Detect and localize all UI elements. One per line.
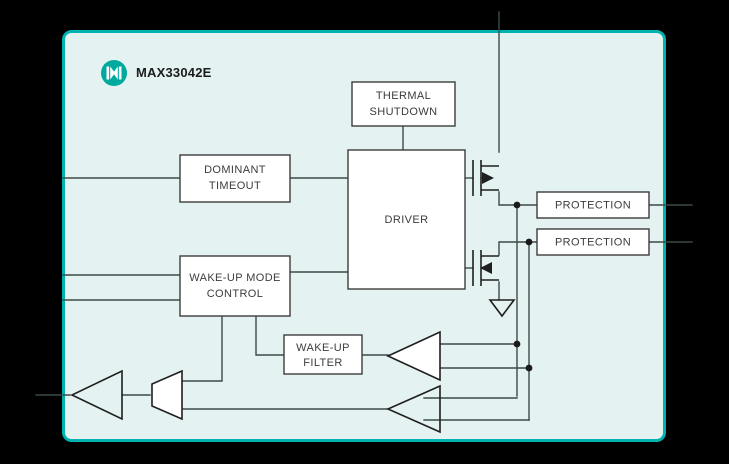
block-protection-upper[interactable]: PROTECTION bbox=[536, 191, 650, 219]
block-wakeup-mode-control-label-2: CONTROL bbox=[207, 288, 264, 300]
block-wakeup-filter[interactable]: WAKE-UP FILTER bbox=[283, 334, 363, 375]
block-thermal-shutdown[interactable]: THERMAL SHUTDOWN bbox=[351, 81, 456, 127]
wire-wake-filter bbox=[255, 315, 285, 356]
block-dominant-timeout[interactable]: DOMINANT TIMEOUT bbox=[179, 154, 291, 203]
output-buffer-icon bbox=[70, 369, 123, 421]
wire-wake-mux bbox=[181, 315, 223, 382]
junction-dots bbox=[513, 201, 533, 372]
maxim-logo-glyph-right-bar bbox=[118, 66, 122, 80]
block-protection-lower-label: PROTECTION bbox=[555, 236, 631, 248]
output-multiplexer-icon bbox=[151, 369, 183, 421]
block-protection-lower[interactable]: PROTECTION bbox=[536, 228, 650, 256]
wire-hs-drain-canh bbox=[498, 191, 538, 206]
block-driver[interactable]: DRIVER bbox=[347, 149, 466, 290]
block-wakeup-filter-label-1: WAKE-UP bbox=[296, 342, 350, 354]
block-wakeup-mode-control-box[interactable] bbox=[179, 255, 291, 317]
block-thermal-shutdown-label-2: SHUTDOWN bbox=[370, 106, 438, 118]
mosfet-hs-arrowhead bbox=[482, 172, 494, 184]
block-dominant-timeout-label-2: TIMEOUT bbox=[209, 180, 261, 192]
junction-canl-top bbox=[525, 238, 533, 246]
ground-icon bbox=[488, 299, 516, 318]
maxim-logo-glyph bbox=[106, 66, 122, 80]
block-wakeup-filter-label-2: FILTER bbox=[303, 357, 342, 369]
block-protection-lower-box[interactable] bbox=[536, 228, 650, 256]
block-dominant-timeout-box[interactable] bbox=[179, 154, 291, 203]
maxim-logo-glyph-left-bar bbox=[106, 66, 110, 80]
block-dominant-timeout-label-1: DOMINANT bbox=[204, 164, 266, 176]
block-thermal-shutdown-label-1: THERMAL bbox=[376, 90, 431, 102]
block-driver-box[interactable] bbox=[347, 149, 466, 290]
block-driver-label-1: DRIVER bbox=[385, 214, 429, 226]
block-thermal-shutdown-box[interactable] bbox=[351, 81, 456, 127]
brand-logo-group: MAX33042E bbox=[101, 60, 212, 86]
n-channel-mosfet bbox=[472, 250, 499, 286]
junction-canh-top bbox=[513, 201, 521, 209]
mosfet-hs-leads bbox=[481, 165, 499, 191]
block-wakeup-mode-control[interactable]: WAKE-UP MODE CONTROL bbox=[179, 255, 291, 317]
mosfet-ls-leads bbox=[481, 255, 499, 281]
block-wakeup-mode-control-label-1: WAKE-UP MODE bbox=[189, 272, 281, 284]
wiring-layer bbox=[35, 11, 693, 421]
p-channel-mosfet bbox=[472, 160, 499, 196]
wakeup-comparator-icon bbox=[386, 330, 441, 382]
block-wakeup-filter-box[interactable] bbox=[283, 334, 363, 375]
maxim-logo-glyph-bowtie bbox=[110, 66, 118, 80]
junction-canh-wake bbox=[513, 340, 521, 348]
block-protection-upper-box[interactable] bbox=[536, 191, 650, 219]
block-protection-upper-label: PROTECTION bbox=[555, 199, 631, 211]
mosfet-ls-arrowhead bbox=[480, 262, 492, 274]
junction-canl-wake bbox=[525, 364, 533, 372]
chip-part-number: MAX33042E bbox=[136, 65, 212, 80]
wire-ls-drain-canl bbox=[498, 241, 538, 256]
receiver-comparator-icon bbox=[386, 384, 441, 434]
